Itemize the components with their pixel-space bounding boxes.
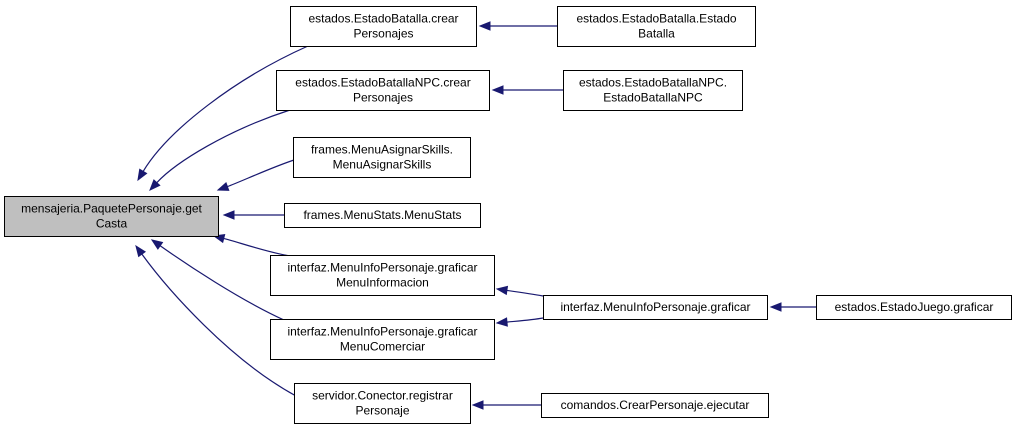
- node-ebeb[interactable]: estados.EstadoBatalla.EstadoBatalla: [557, 6, 756, 47]
- node-label-line: Personajes: [353, 91, 413, 105]
- node-box: [270, 255, 495, 296]
- edge-layer: [135, 21, 817, 410]
- node-box: [276, 70, 490, 111]
- node-cpe[interactable]: comandos.CrearPersonaje.ejecutar: [541, 393, 769, 418]
- edge-line: [227, 159, 295, 188]
- edge-arrowhead: [150, 239, 164, 250]
- node-box: [557, 6, 756, 47]
- edge-graf-gmi: [495, 285, 544, 297]
- node-label-line: mensajeria.PaquetePersonaje.get: [21, 202, 202, 216]
- node-label-line: interfaz.MenuInfoPersonaje.graficar: [560, 300, 750, 314]
- edge-gmc-root: [150, 239, 285, 321]
- node-graf[interactable]: interfaz.MenuInfoPersonaje.graficar: [543, 295, 768, 320]
- edge-cpe-crp: [471, 400, 541, 410]
- edge-arrowhead: [149, 179, 161, 191]
- node-label-line: estados.EstadoBatalla.crear: [308, 12, 458, 26]
- edge-arrowhead: [495, 285, 509, 296]
- node-box: [293, 137, 471, 178]
- node-box: [563, 70, 743, 111]
- edge-line: [506, 317, 544, 323]
- node-label-line: estados.EstadoBatalla.Estado: [576, 12, 736, 26]
- edge-gmi-root: [212, 233, 291, 257]
- node-box: [270, 319, 495, 360]
- edge-arrowhead: [222, 210, 235, 220]
- edge-line: [156, 109, 291, 184]
- node-box: [290, 6, 477, 47]
- node-label-line: frames.MenuStats.MenuStats: [303, 208, 461, 222]
- node-ejg[interactable]: estados.EstadoJuego.graficar: [816, 295, 1012, 320]
- node-ebnpcc[interactable]: estados.EstadoBatallaNPC.EstadoBatallaNP…: [563, 70, 743, 111]
- node-label-line: servidor.Conector.registrar: [312, 389, 453, 403]
- node-box: [541, 393, 769, 418]
- node-box: [816, 295, 1012, 320]
- node-label-line: comandos.CrearPersonaje.ejecutar: [561, 398, 750, 412]
- edge-arrowhead: [495, 317, 508, 327]
- node-label-line: Personaje: [355, 404, 409, 418]
- edge-arrowhead: [135, 244, 147, 258]
- edge-line: [159, 245, 285, 321]
- node-box: [294, 383, 471, 424]
- edge-line: [506, 289, 544, 297]
- edge-ms-root: [222, 210, 284, 220]
- node-label-line: frames.MenuAsignarSkills.: [311, 143, 453, 157]
- node-label-line: estados.EstadoJuego.graficar: [835, 300, 994, 314]
- edge-ebcp-root: [137, 45, 309, 182]
- edge-arrowhead: [216, 181, 230, 191]
- edge-arrowhead: [478, 21, 491, 31]
- edge-graf-gmc: [495, 317, 544, 327]
- edge-ebeb-ebcp: [478, 21, 557, 31]
- node-box: [4, 196, 219, 237]
- node-ms[interactable]: frames.MenuStats.MenuStats: [284, 203, 481, 228]
- node-label-line: Personajes: [353, 27, 413, 41]
- node-gmi[interactable]: interfaz.MenuInfoPersonaje.graficarMenuI…: [270, 255, 495, 296]
- node-label-line: estados.EstadoBatallaNPC.: [579, 76, 727, 90]
- node-label-line: MenuComerciar: [340, 340, 425, 354]
- edge-ejg-graf: [769, 302, 817, 312]
- edge-arrowhead: [491, 85, 504, 95]
- edge-crp-root: [135, 244, 297, 397]
- edge-arrowhead: [769, 302, 782, 312]
- edge-arrowhead: [471, 400, 484, 410]
- node-label-line: Casta: [96, 217, 128, 231]
- node-gmc[interactable]: interfaz.MenuInfoPersonaje.graficarMenuC…: [270, 319, 495, 360]
- node-label-line: MenuAsignarSkills: [333, 158, 432, 172]
- edge-arrowhead: [137, 168, 148, 182]
- node-mas[interactable]: frames.MenuAsignarSkills.MenuAsignarSkil…: [293, 137, 471, 178]
- edge-line: [142, 45, 309, 172]
- node-label-line: MenuInformacion: [336, 276, 429, 290]
- edge-line: [223, 237, 291, 257]
- node-label-line: interfaz.MenuInfoPersonaje.graficar: [287, 261, 477, 275]
- node-label-line: estados.EstadoBatallaNPC.crear: [295, 76, 470, 90]
- edge-ebnpcc-ebnpccp: [491, 85, 563, 95]
- edge-line: [141, 253, 297, 397]
- node-label-line: EstadoBatallaNPC: [603, 91, 703, 105]
- node-label-line: Batalla: [638, 27, 675, 41]
- node-box: [543, 295, 768, 320]
- edge-ebnpccp-root: [149, 109, 291, 191]
- node-box: [284, 203, 481, 228]
- node-label-line: interfaz.MenuInfoPersonaje.graficar: [287, 325, 477, 339]
- edge-mas-root: [216, 159, 295, 191]
